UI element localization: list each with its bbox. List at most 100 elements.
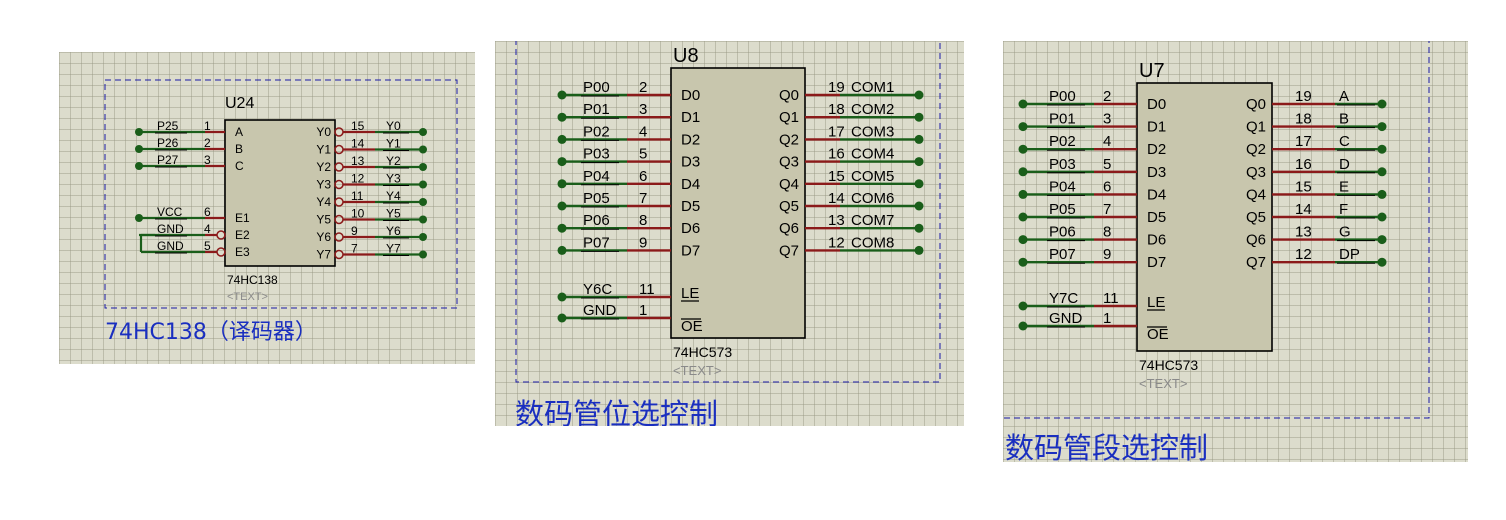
wire-terminal xyxy=(419,180,427,189)
pin-label: D5 xyxy=(681,198,700,215)
pin-number: 4 xyxy=(1103,133,1111,150)
wire-terminal xyxy=(557,292,567,302)
pin-label: Q6 xyxy=(779,220,799,237)
wire-terminal xyxy=(1018,212,1028,222)
pin-label: Q1 xyxy=(1246,119,1266,136)
pin-number: 5 xyxy=(1103,156,1111,173)
pin-label: OE xyxy=(1147,326,1169,343)
wire-terminal xyxy=(557,90,567,100)
pin-label: Q7 xyxy=(1246,254,1266,271)
net-label: P00 xyxy=(1049,88,1076,105)
pin-number: 7 xyxy=(1103,201,1111,218)
pin-number: 18 xyxy=(1295,111,1312,128)
wire-terminal xyxy=(557,157,567,167)
wire-terminal xyxy=(135,145,143,153)
net-label: Y0 xyxy=(386,119,401,133)
net-label: B xyxy=(1339,111,1349,128)
pin-number: 18 xyxy=(828,101,845,118)
chip-text-placeholder: <TEXT> xyxy=(1139,376,1187,391)
net-label: GND xyxy=(1049,310,1083,327)
net-label: COM1 xyxy=(851,79,894,96)
net-label: Y6 xyxy=(386,224,401,238)
pin-label: Y6 xyxy=(316,230,331,244)
pin-number: 14 xyxy=(1295,201,1312,218)
pin-label: Q0 xyxy=(1246,96,1266,113)
pin-label: E3 xyxy=(235,245,250,259)
pin-label: D0 xyxy=(681,87,700,104)
wire-terminal xyxy=(914,90,924,100)
inversion-bubble xyxy=(334,214,344,225)
pin-number: 14 xyxy=(351,137,365,151)
wire-terminal xyxy=(419,250,427,259)
wire-terminal xyxy=(1018,301,1028,311)
net-label: Y3 xyxy=(386,172,401,186)
pin-number: 2 xyxy=(1103,88,1111,105)
pin-number: 5 xyxy=(639,146,647,163)
pin-label: Q7 xyxy=(779,242,799,259)
pin-label: D1 xyxy=(681,109,700,126)
wire-terminal xyxy=(557,179,567,189)
annotation-box xyxy=(1003,41,1430,419)
net-label: Y6C xyxy=(583,281,612,298)
decoder-caption: 74HC138（译码器） xyxy=(105,320,317,345)
pin-number: 3 xyxy=(204,153,211,167)
pin-label: D6 xyxy=(681,220,700,237)
pin-label: B xyxy=(235,142,243,156)
pin-label: LE xyxy=(1147,294,1165,311)
net-label: GND xyxy=(157,239,184,253)
net-label: F xyxy=(1339,201,1348,218)
pin-number: 17 xyxy=(828,123,845,140)
pin-number: 7 xyxy=(351,242,358,256)
pin-label: Y5 xyxy=(316,213,331,227)
wire-terminal xyxy=(419,215,427,224)
pin-number: 12 xyxy=(351,172,365,186)
net-label: COM8 xyxy=(851,234,894,251)
inversion-bubble xyxy=(216,247,226,257)
wire-terminal xyxy=(914,134,924,144)
wire-terminal xyxy=(419,128,427,136)
pin-number: 8 xyxy=(1103,224,1111,241)
pin-label: C xyxy=(235,159,244,173)
pin-label: D3 xyxy=(1147,164,1166,181)
net-label: P03 xyxy=(583,146,610,163)
pin-number: 16 xyxy=(828,146,845,163)
net-label: P01 xyxy=(583,101,610,118)
wire-terminal xyxy=(914,223,924,233)
pin-number: 4 xyxy=(204,222,211,236)
pin-label: A xyxy=(235,125,243,139)
net-label: P00 xyxy=(583,79,610,96)
pin-label: Y4 xyxy=(316,195,331,209)
pin-label: D4 xyxy=(1147,186,1166,203)
pin-number: 10 xyxy=(351,207,365,221)
inversion-bubble xyxy=(334,179,344,190)
net-label: COM6 xyxy=(851,190,894,207)
digit-latch-caption: 数码管位选控制 xyxy=(515,397,719,426)
wire-terminal xyxy=(1018,122,1028,132)
pin-label: Y1 xyxy=(316,143,331,157)
pin-number: 1 xyxy=(639,302,647,319)
pin-label: OE xyxy=(681,318,703,335)
net-label: P03 xyxy=(1049,156,1076,173)
pin-number: 4 xyxy=(639,123,647,140)
pin-label: Y7 xyxy=(316,248,331,262)
net-label: COM4 xyxy=(851,146,894,163)
wire-terminal xyxy=(557,112,567,122)
pin-number: 13 xyxy=(351,154,365,168)
chip-ref: U24 xyxy=(225,95,254,112)
wire-terminal xyxy=(1377,257,1387,267)
wire-terminal xyxy=(1377,212,1387,222)
net-label: Y7C xyxy=(1049,290,1078,307)
net-label: P05 xyxy=(583,190,610,207)
net-label: P06 xyxy=(583,212,610,229)
pin-label: D1 xyxy=(1147,119,1166,136)
net-label: P25 xyxy=(157,119,179,133)
inversion-bubble xyxy=(334,162,344,172)
net-label: GND xyxy=(583,302,617,319)
pin-number: 15 xyxy=(1295,178,1312,195)
wire-terminal xyxy=(1018,321,1028,331)
wire-terminal xyxy=(914,179,924,189)
